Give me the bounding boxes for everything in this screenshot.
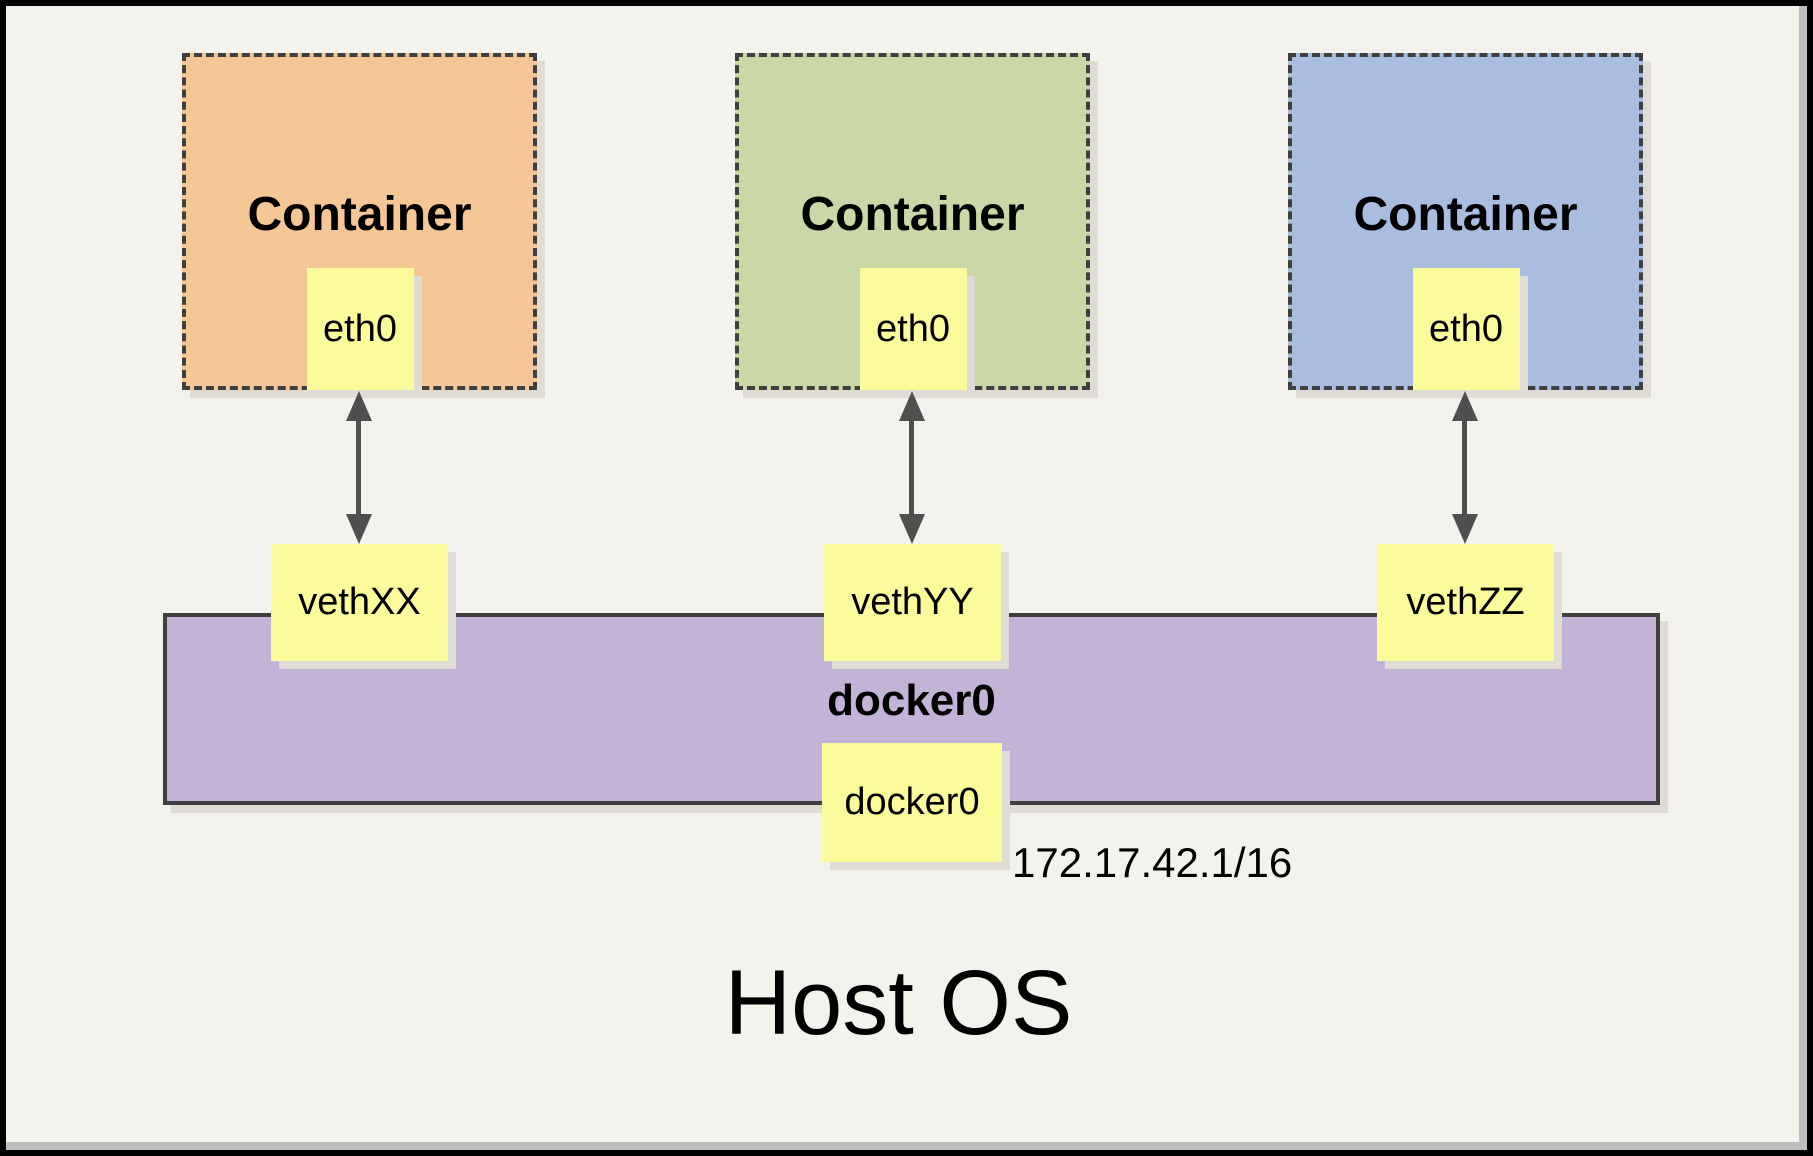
container-box-2: Container eth0 (735, 53, 1090, 390)
container-box-1: Container eth0 (182, 53, 537, 390)
eth0-label: eth0 (876, 307, 950, 350)
container-label: Container (247, 188, 472, 241)
vethYY-note: vethYY (824, 544, 1001, 661)
veth-link-arrow-1 (346, 391, 372, 544)
arrow-down-icon (1452, 514, 1478, 544)
eth0-label: eth0 (1429, 307, 1503, 350)
eth0-interface-note: eth0 (859, 268, 967, 390)
arrow-shaft (356, 417, 361, 518)
docker0-interface-label: docker0 (844, 781, 980, 823)
container-box-3: Container eth0 (1288, 53, 1643, 390)
vethZZ-label: vethZZ (1406, 581, 1525, 623)
arrow-up-icon (346, 391, 372, 421)
container-label: Container (800, 188, 1025, 241)
eth0-interface-note: eth0 (1412, 268, 1520, 390)
vethZZ-note: vethZZ (1377, 544, 1554, 661)
eth0-label: eth0 (323, 307, 397, 350)
arrow-shaft (1462, 417, 1467, 518)
arrow-up-icon (1452, 391, 1478, 421)
container-label: Container (1353, 188, 1578, 241)
docker0-bridge-label: docker0 (827, 676, 996, 725)
veth-link-arrow-2 (899, 391, 925, 544)
veth-link-arrow-3 (1452, 391, 1478, 544)
docker0-interface-note: docker0 (822, 743, 1002, 862)
host-os-title: Host OS (724, 952, 1073, 1054)
diagram-panel: Container eth0 Container eth0 Container … (6, 6, 1799, 1142)
vethYY-label: vethYY (851, 581, 974, 623)
arrow-up-icon (899, 391, 925, 421)
arrow-shaft (909, 417, 914, 518)
arrow-down-icon (899, 514, 925, 544)
bridge-ip-label: 172.17.42.1/16 (1012, 839, 1293, 886)
eth0-interface-note: eth0 (306, 268, 414, 390)
vethXX-label: vethXX (298, 581, 421, 623)
arrow-down-icon (346, 514, 372, 544)
vethXX-note: vethXX (271, 544, 448, 661)
